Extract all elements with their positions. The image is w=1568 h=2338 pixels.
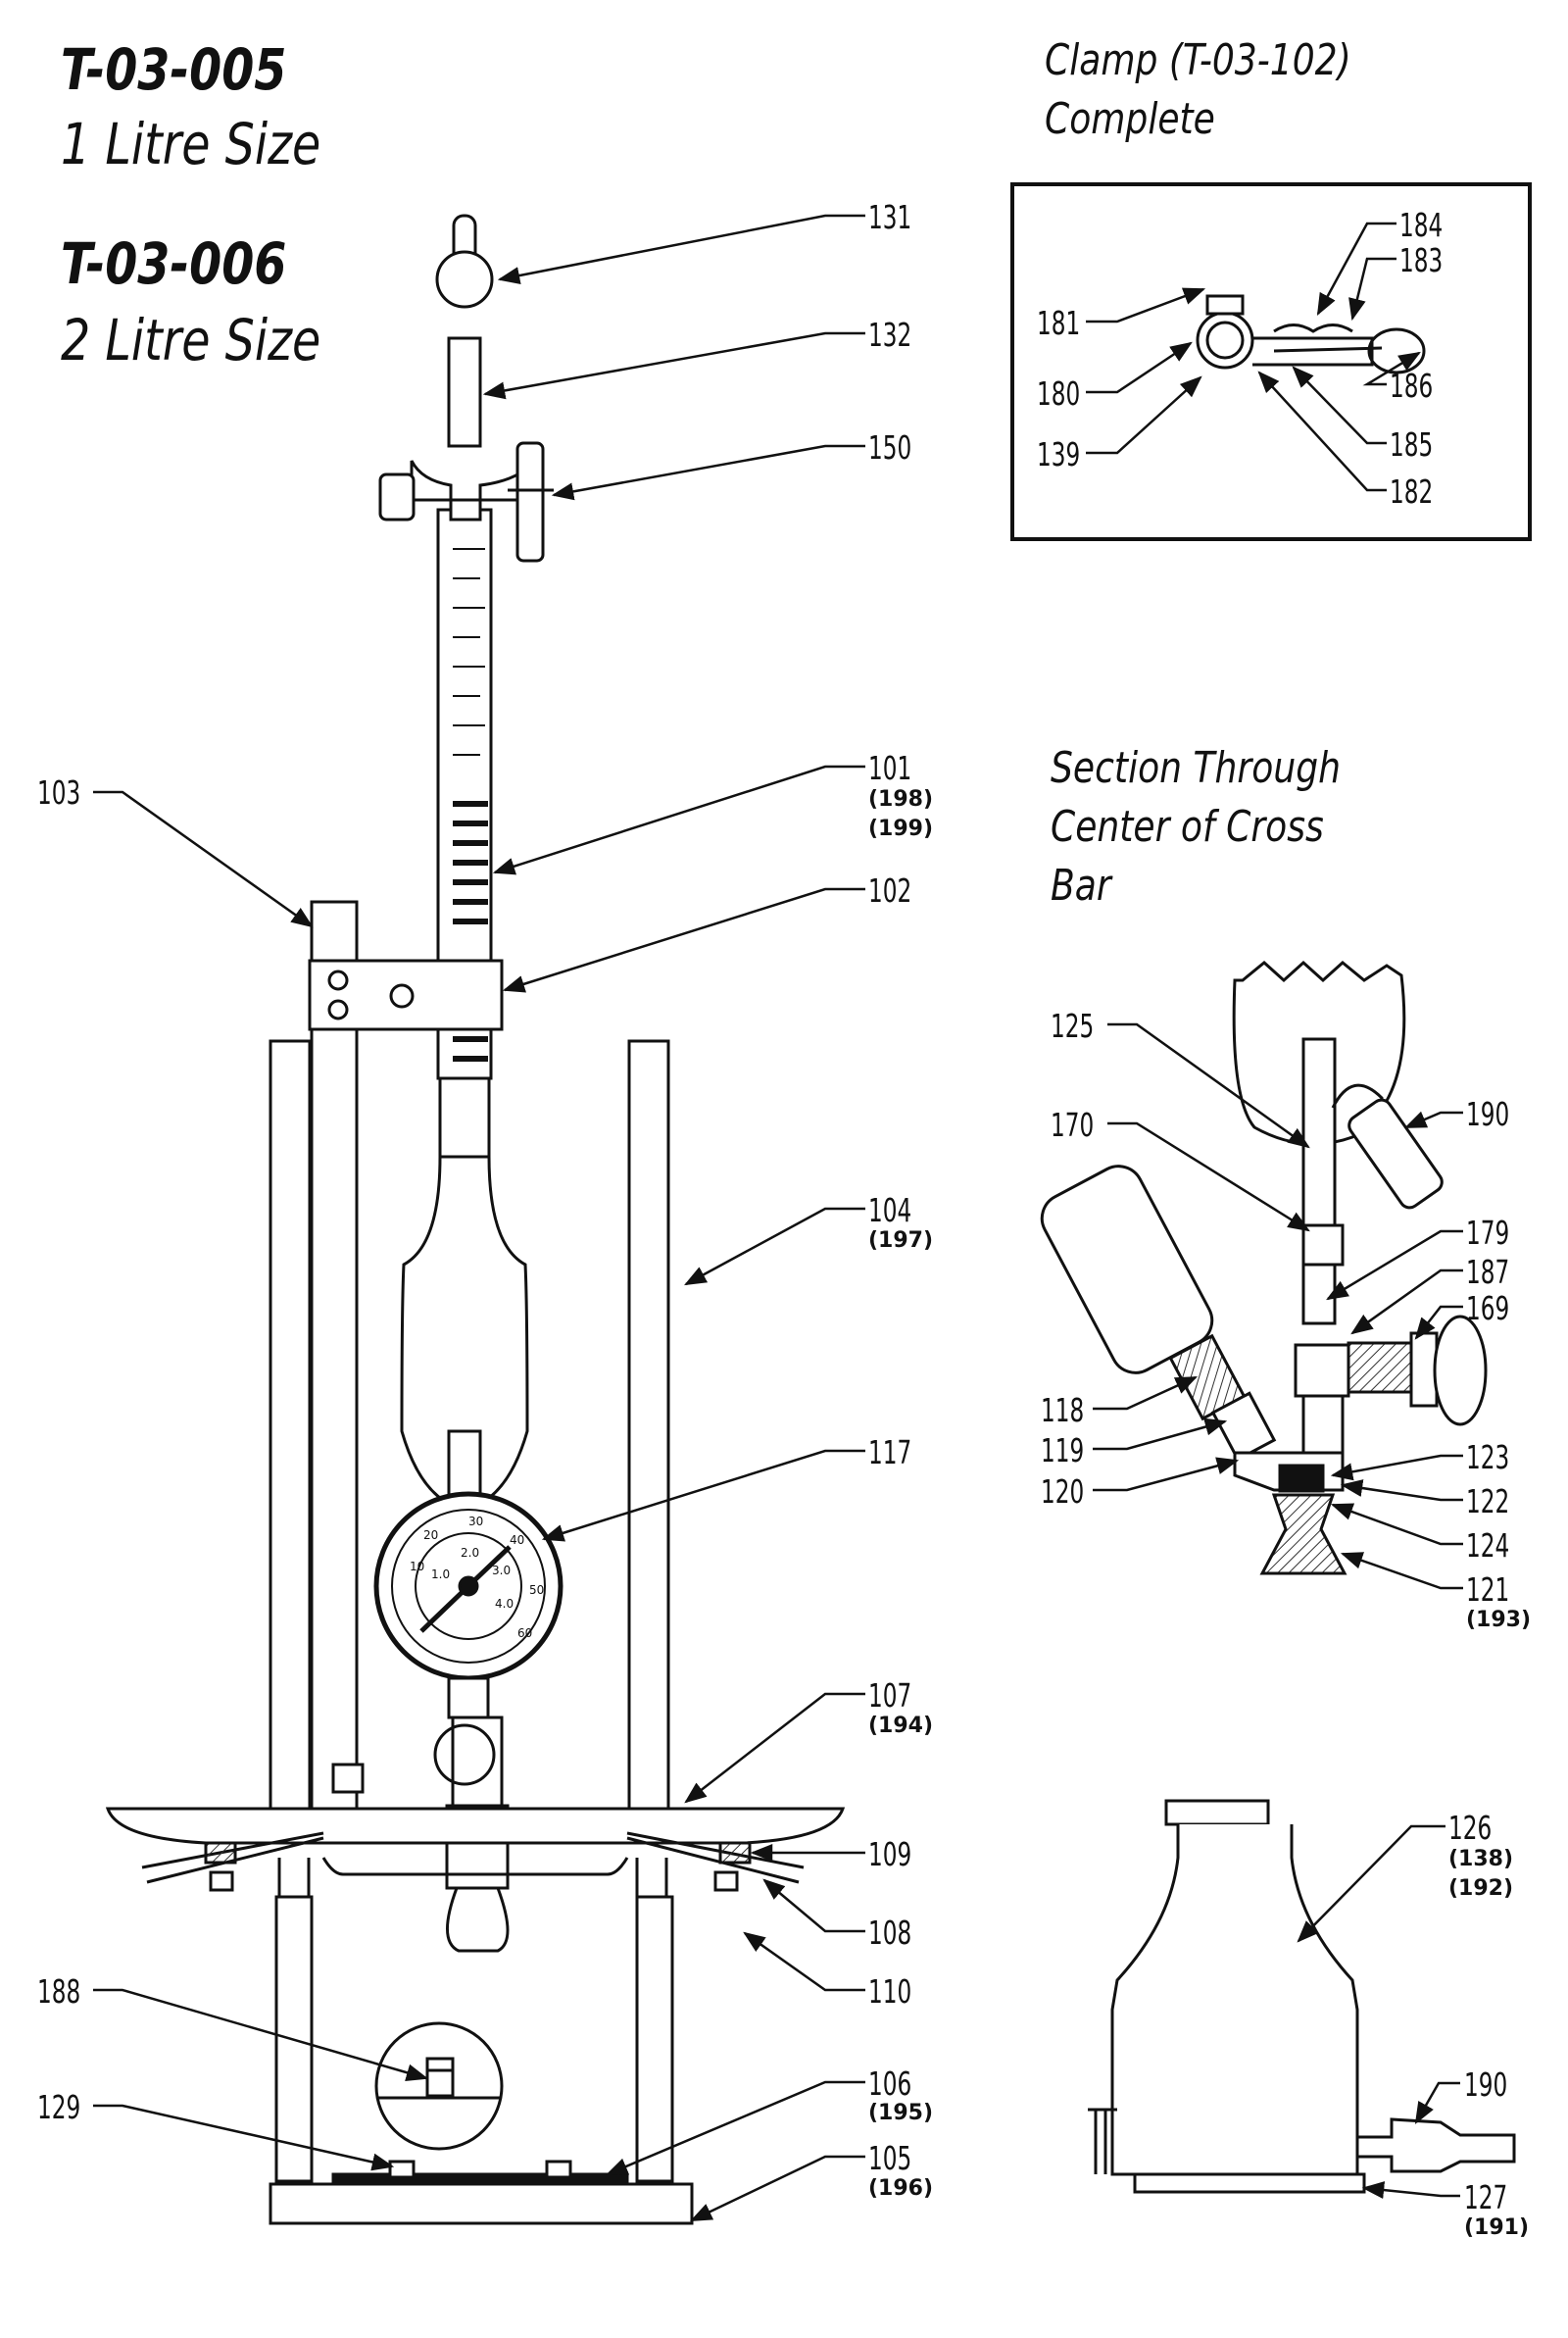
callout-118: 118 — [1041, 1391, 1085, 1429]
callout-107-alt-194: (194) — [868, 1714, 934, 1738]
callout-185: 185 — [1390, 425, 1434, 464]
cross-bar-plate-107 — [105, 1807, 846, 1845]
gauge-inner-3: 3.0 — [492, 1564, 511, 1577]
callout-106-alt-195: (195) — [868, 2101, 934, 2125]
clamp-heading-line2: Complete — [1045, 94, 1215, 144]
callout-170: 170 — [1051, 1106, 1095, 1144]
gauge-outer-10: 10 — [410, 1560, 424, 1573]
callout-190-bottle: 190 — [1464, 2065, 1508, 2104]
stopcock-handle-131 — [435, 250, 494, 309]
callout-127: 127 — [1464, 2178, 1508, 2216]
leader-lines — [93, 214, 1463, 2222]
callout-104: 104 — [868, 1191, 912, 1229]
section-heading-line1: Section Through — [1051, 743, 1341, 793]
model-size-2: 2 Litre Size — [61, 307, 321, 373]
callout-121-alt-193: (193) — [1466, 1608, 1532, 1632]
gauge-outer-20: 20 — [423, 1528, 438, 1542]
callout-123: 123 — [1466, 1438, 1510, 1476]
section-detail — [1040, 960, 1488, 1575]
callout-150: 150 — [868, 428, 912, 467]
knurled-knob — [378, 473, 416, 522]
callout-101: 101 — [868, 749, 912, 787]
gauge-inner-4: 4.0 — [495, 1597, 514, 1611]
main-apparatus — [105, 214, 846, 2225]
bottle-126 — [1110, 1824, 1359, 2176]
callout-104-alt-197: (197) — [868, 1228, 934, 1253]
spring-clamp-right — [626, 1831, 805, 1892]
model-code-1: T-03-005 — [61, 36, 287, 103]
callout-183: 183 — [1399, 241, 1444, 279]
callout-122: 122 — [1466, 1482, 1510, 1520]
gauge-inner-1: 1.0 — [431, 1567, 450, 1581]
callout-181: 181 — [1037, 304, 1081, 342]
callout-102: 102 — [868, 871, 912, 910]
callout-131: 131 — [868, 198, 912, 236]
support-rod-left-outer — [269, 1039, 312, 1832]
callout-190-section: 190 — [1466, 1095, 1510, 1133]
callout-124: 124 — [1466, 1526, 1510, 1565]
callout-109: 109 — [868, 1835, 912, 1873]
callout-117: 117 — [868, 1433, 912, 1471]
section-heading-line3: Bar — [1051, 861, 1111, 911]
gauge-outer-60: 60 — [517, 1626, 532, 1640]
outlet-barb-190 — [1357, 2117, 1516, 2173]
outlet-nozzle — [446, 1886, 510, 1953]
nozzle-section-121 — [1259, 1493, 1348, 1575]
callout-101-alt-199: (199) — [868, 817, 934, 841]
bottle-cap — [1164, 1799, 1270, 1826]
callout-184: 184 — [1399, 206, 1444, 244]
gauge-outer-40: 40 — [510, 1533, 524, 1547]
clamp-heading-line1: Clamp (T-03-102) — [1045, 35, 1351, 85]
callout-121: 121 — [1466, 1570, 1510, 1609]
callout-106: 106 — [868, 2064, 912, 2103]
callout-182: 182 — [1390, 473, 1434, 511]
callout-108: 108 — [868, 1914, 912, 1952]
callout-103: 103 — [37, 773, 81, 812]
callout-180: 180 — [1037, 374, 1081, 413]
model-size-1: 1 Litre Size — [61, 111, 321, 177]
callout-187: 187 — [1466, 1253, 1510, 1291]
callout-110: 110 — [868, 1972, 912, 2011]
gauge-inner-2: 2.0 — [461, 1546, 479, 1560]
callout-125: 125 — [1051, 1007, 1095, 1045]
callout-105: 105 — [868, 2139, 912, 2177]
callout-126: 126 — [1448, 1809, 1493, 1847]
bottle-base-127 — [1133, 2172, 1366, 2194]
section-heading-line2: Center of Cross — [1051, 802, 1324, 852]
pressure-gauge-117 — [373, 1491, 564, 1681]
gauge-outer-30: 30 — [468, 1515, 483, 1528]
callout-139: 139 — [1037, 435, 1081, 473]
clamp-detail — [1010, 182, 1532, 541]
callout-127-alt-191: (191) — [1464, 2215, 1530, 2240]
callout-126-alt-192: (192) — [1448, 1876, 1514, 1901]
callout-101-alt-198: (198) — [868, 787, 934, 812]
base-plate-105 — [269, 2182, 694, 2225]
bottle-detail — [1088, 1799, 1516, 2194]
callout-119: 119 — [1041, 1431, 1085, 1469]
valve-knob-169 — [1433, 1315, 1488, 1426]
gauge-scale: 10 20 30 40 50 60 1.0 2.0 3.0 4.0 — [410, 1515, 544, 1640]
side-valve-150 — [515, 441, 545, 563]
base-gasket-106 — [331, 2172, 629, 2186]
spring-clamp-left — [141, 1831, 324, 1892]
support-rod-103 — [310, 900, 359, 1811]
callout-120: 120 — [1041, 1472, 1085, 1511]
callout-169: 169 — [1466, 1289, 1510, 1327]
callout-107: 107 — [868, 1676, 912, 1715]
support-rod-right-outer — [627, 1039, 670, 1832]
callout-105-alt-196: (196) — [868, 2176, 934, 2201]
callout-126-alt-138: (138) — [1448, 1847, 1514, 1871]
callout-186: 186 — [1390, 367, 1434, 405]
gauge-outer-50: 50 — [529, 1583, 544, 1597]
clamp-detail-frame — [1010, 182, 1532, 541]
callout-188: 188 — [37, 1972, 81, 2011]
model-code-2: T-03-006 — [61, 230, 287, 297]
callout-129: 129 — [37, 2088, 81, 2126]
callout-132: 132 — [868, 316, 912, 354]
callout-179: 179 — [1466, 1214, 1510, 1252]
